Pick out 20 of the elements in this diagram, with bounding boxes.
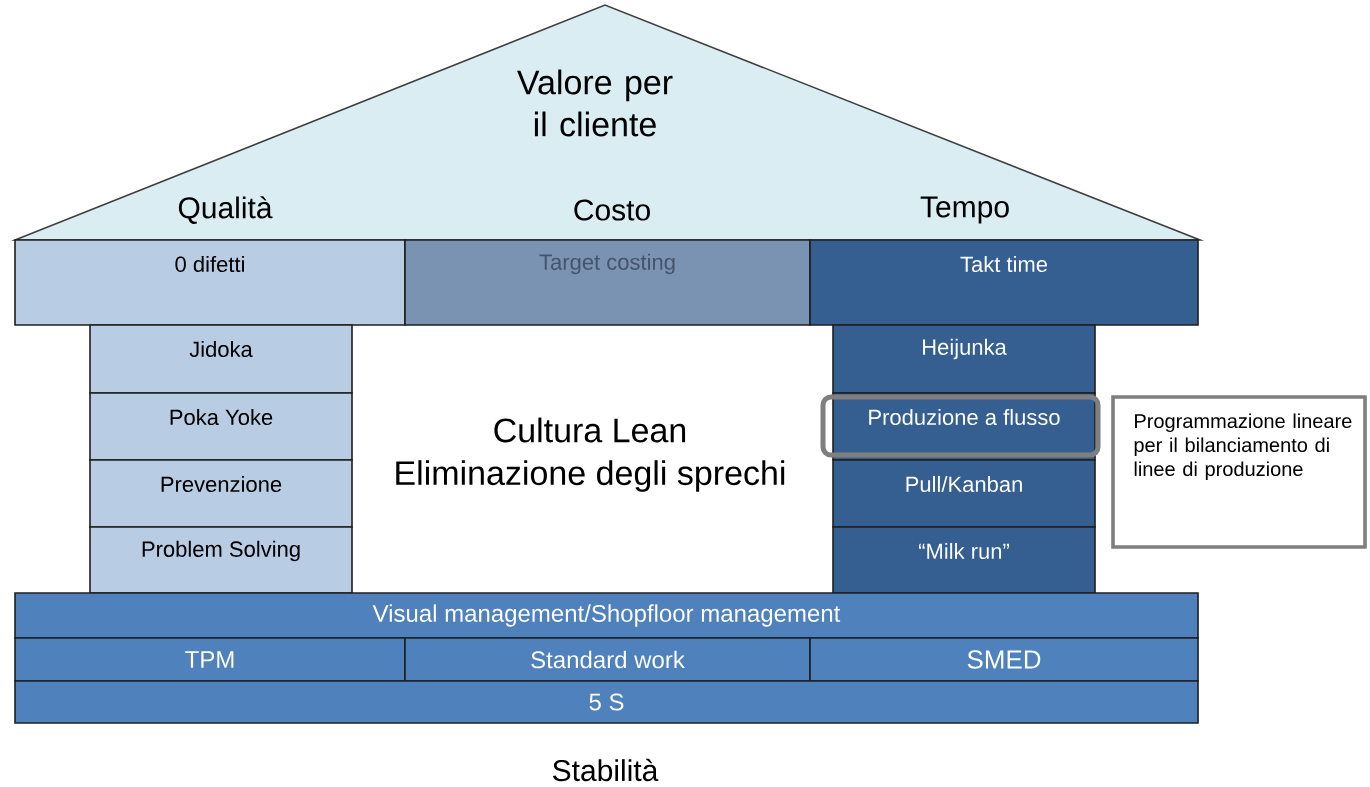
column-heading: Qualità bbox=[178, 196, 273, 224]
column-heading: Tempo bbox=[920, 196, 1009, 224]
foundation-block: SMED bbox=[809, 637, 1199, 682]
pillar-block: Problem Solving bbox=[89, 526, 353, 594]
pillar-block: “Milk run” bbox=[832, 526, 1096, 594]
caption-text: Eliminazione degli sprechi bbox=[396, 460, 785, 492]
pillar-block: Pull/Kanban bbox=[832, 459, 1096, 528]
foundation-block: TPM bbox=[14, 637, 406, 682]
pillar-cap: 0 difetti bbox=[14, 239, 406, 326]
pillar-cap: Target costing bbox=[404, 239, 811, 326]
pillar-cap: Takt time bbox=[809, 239, 1199, 326]
pillar-block: Prevenzione bbox=[89, 459, 353, 528]
pillar-block: Jidoka bbox=[89, 324, 353, 394]
foundation-block: Standard work bbox=[404, 637, 811, 682]
caption-text: Stabilità bbox=[553, 758, 659, 782]
column-heading: Costo bbox=[574, 199, 650, 221]
callout-box: Programmazione lineare per il bilanciamento di linee di produzione bbox=[1111, 395, 1367, 549]
pillar-block: Poka Yoke bbox=[89, 392, 353, 461]
caption-text: Cultura Lean bbox=[494, 417, 686, 443]
pillar-block: Heijunka bbox=[832, 324, 1096, 394]
